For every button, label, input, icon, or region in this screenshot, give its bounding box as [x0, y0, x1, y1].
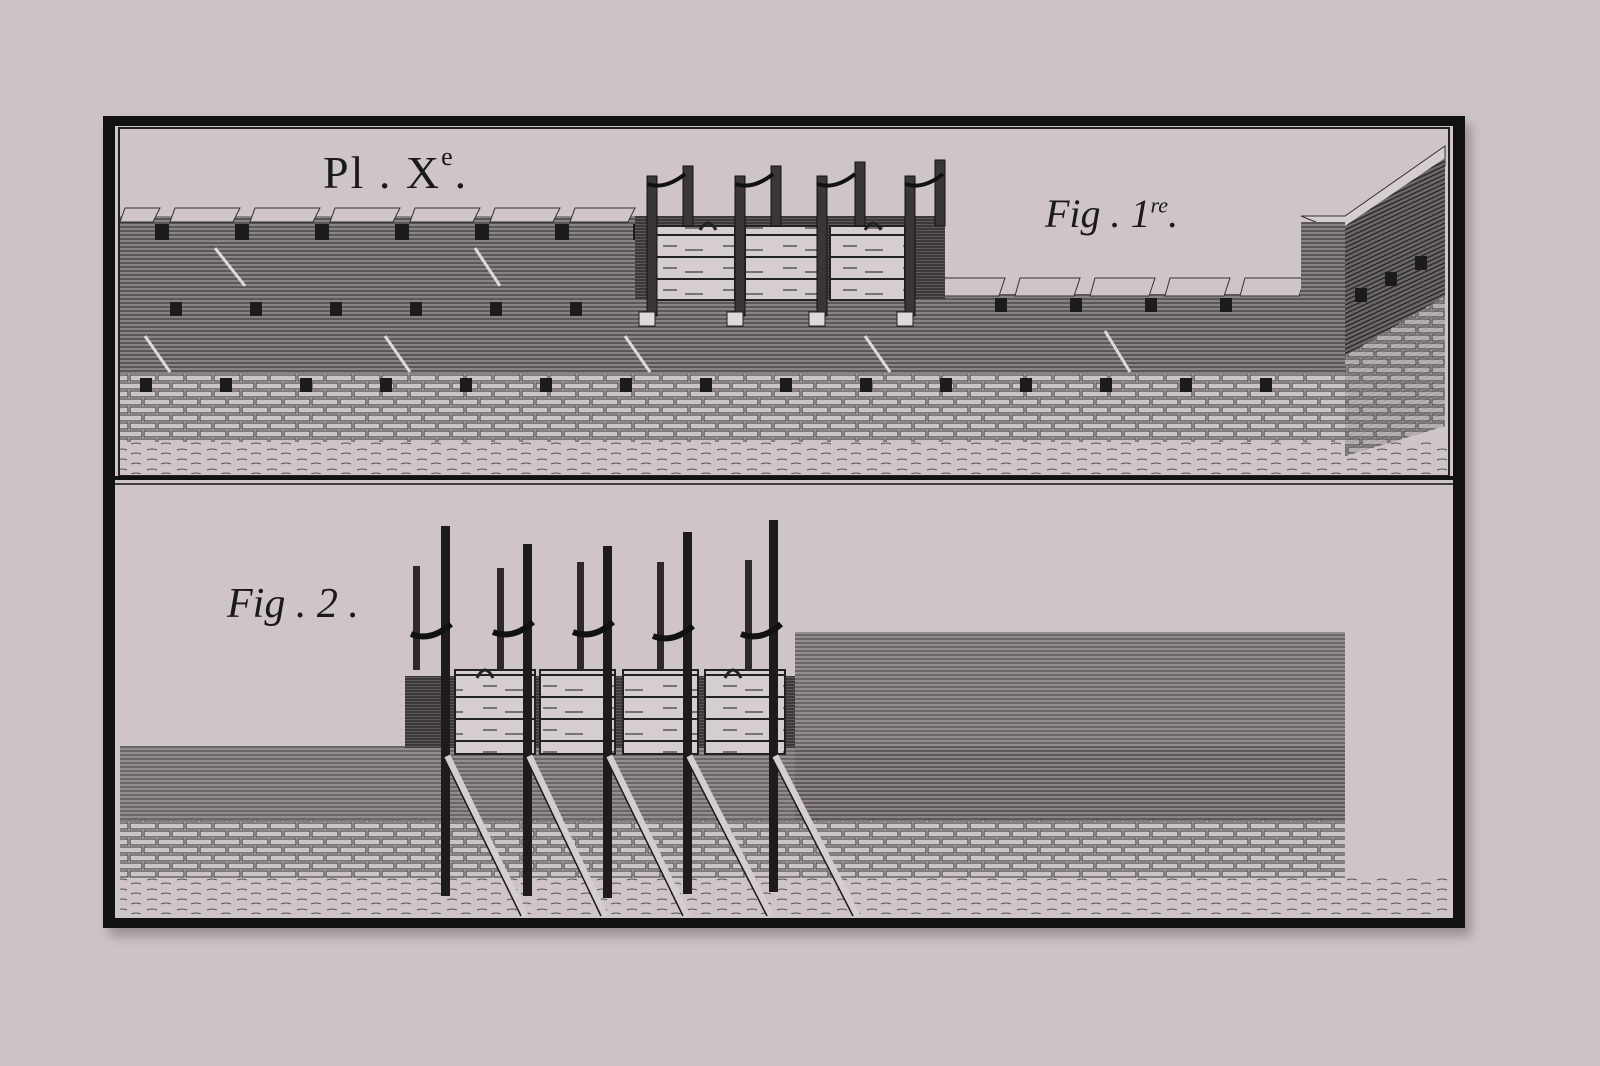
engraving-plate: Pl . Xe. Fig . 1re. Fig . 2 . — [103, 116, 1465, 928]
corner-tower — [1300, 145, 1446, 456]
figure-2 — [120, 520, 1448, 918]
plate-paper: Pl . Xe. Fig . 1re. Fig . 2 . — [115, 126, 1453, 918]
figure-1 — [118, 127, 1450, 477]
plate-title: Pl . Xe. — [323, 142, 469, 198]
formwork-fig2 — [405, 520, 861, 918]
formwork-fig1 — [635, 159, 946, 327]
figure-1-label: Fig . 1re. — [1045, 191, 1179, 236]
engraving-illustration — [115, 127, 1453, 918]
figure-2-label: Fig . 2 . — [227, 581, 359, 627]
